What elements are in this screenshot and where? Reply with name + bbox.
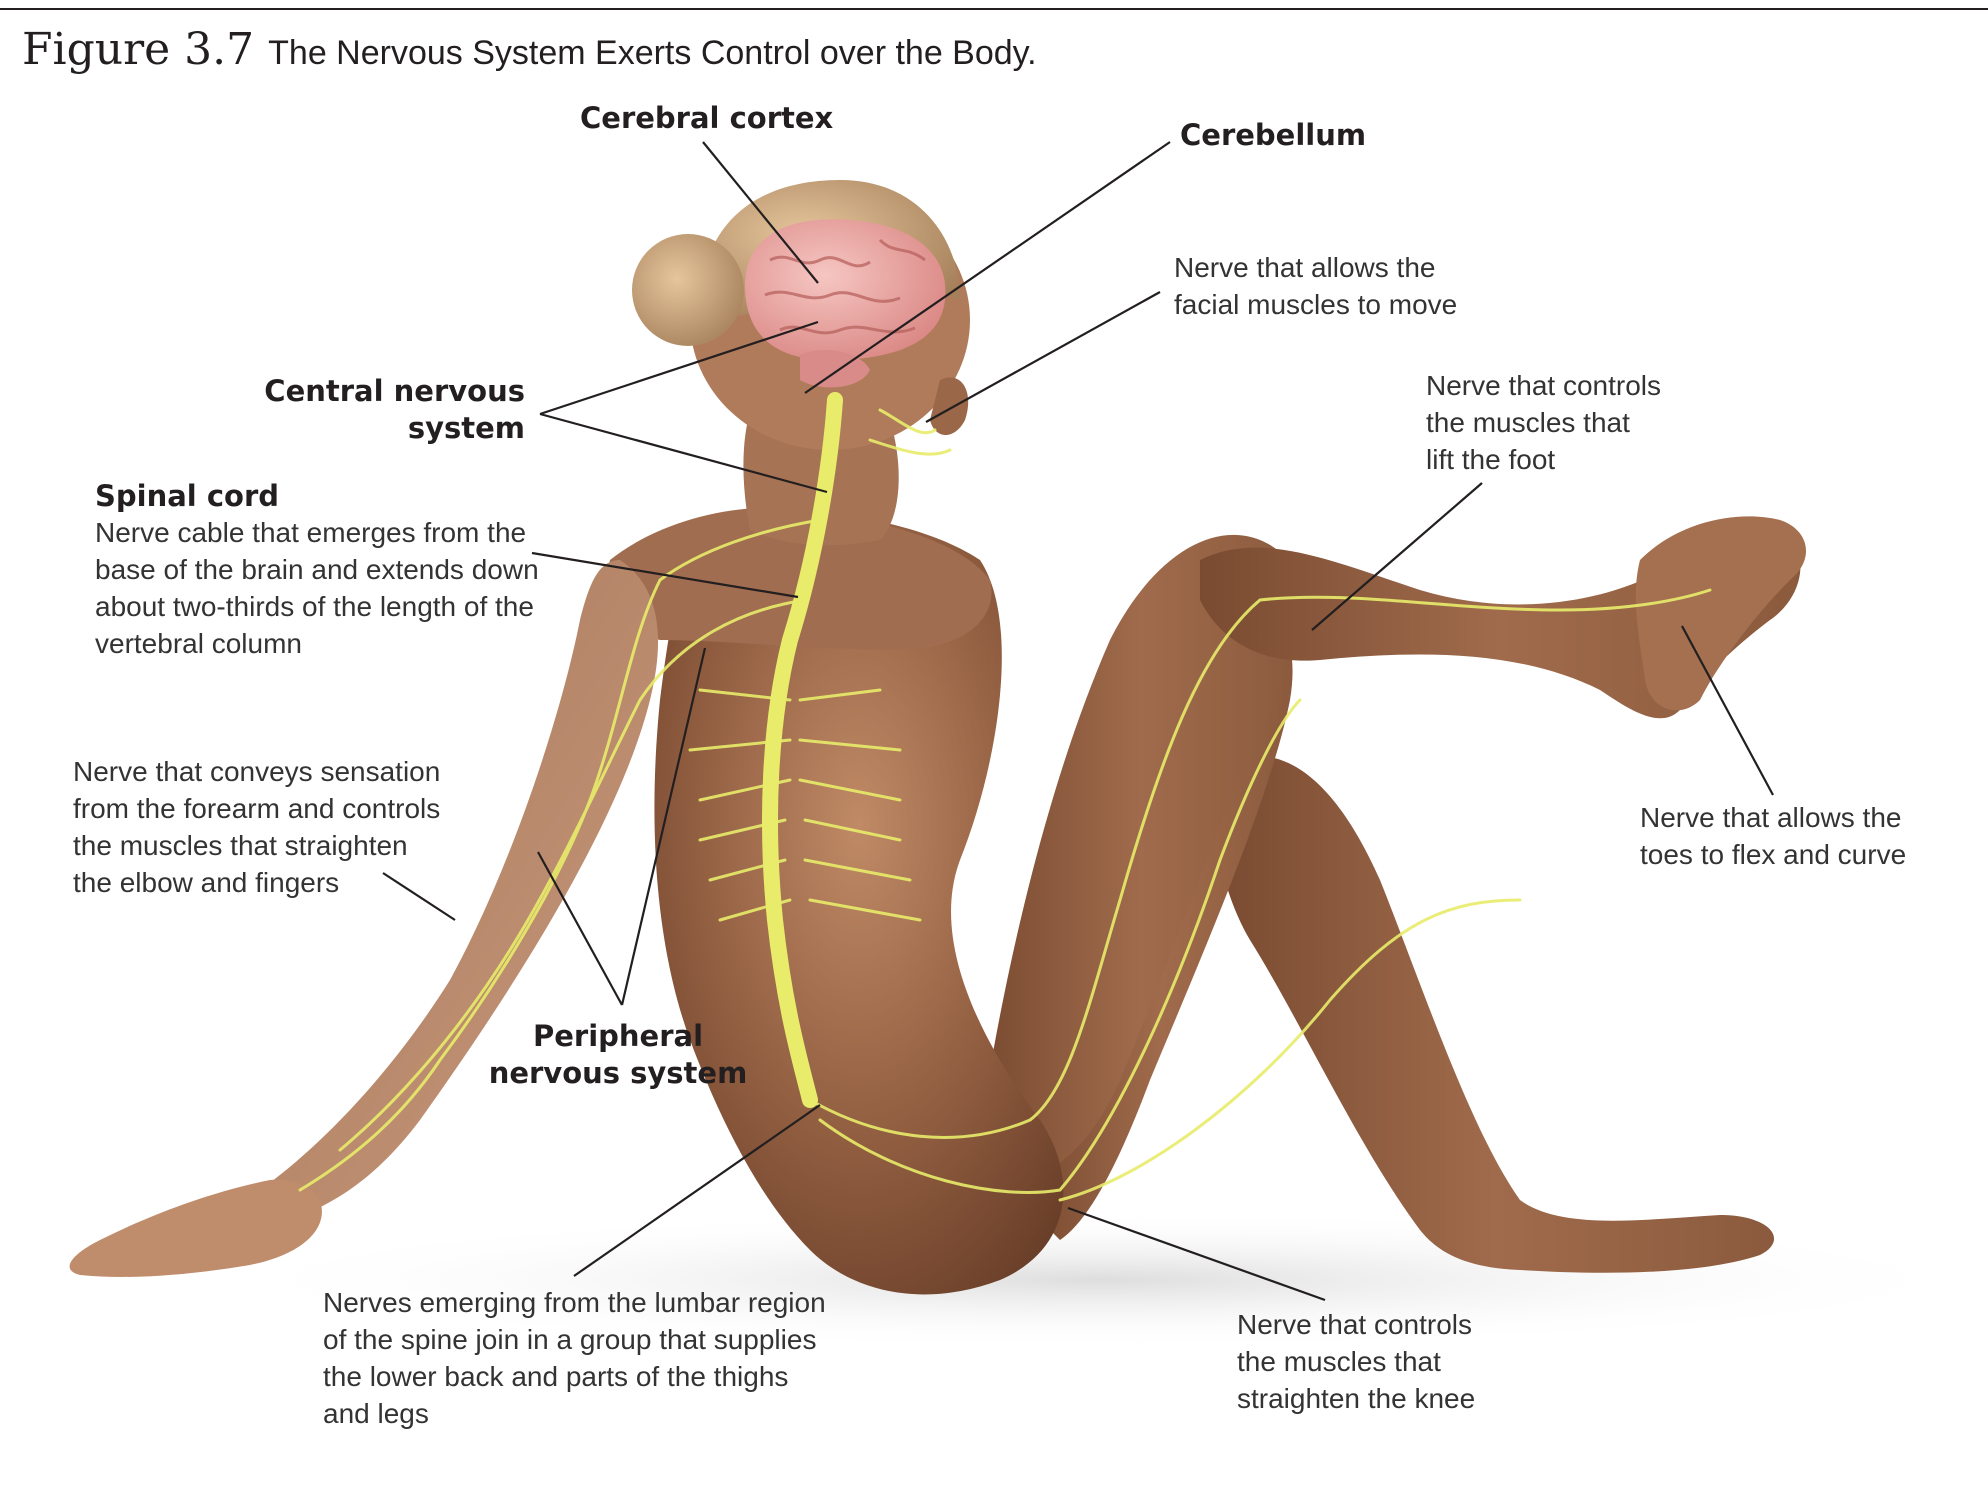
label-line: the elbow and fingers [73,866,340,898]
leader-lines [382,141,1774,1302]
leader-lumbar-nerves [573,1104,821,1277]
left-arm [231,560,659,1231]
label-line: the lower back and parts of the thighs [323,1360,789,1392]
label-line: Nerves emerging from the lumbar region [323,1287,826,1318]
label-line: of the spine join in a group that suppli… [323,1323,817,1355]
leader-cns-brain [539,320,819,416]
label-knee-nerve: Nerve that controls the muscles that str… [1237,1307,1475,1418]
label-line: nervous system [488,1056,748,1091]
label-line: toes to flex and curve [1640,838,1907,870]
leader-forearm-nerve [382,872,456,921]
label-foot-nerve: Nerve that controls the muscles that lif… [1426,368,1661,479]
top-rule [0,8,1988,10]
label-line: from the forearm and controls [73,792,441,824]
label-forearm-nerve: Nerve that conveys sensation from the fo… [73,754,440,902]
leader-pns-arm [537,851,623,1006]
hair-bun [632,234,744,346]
leader-cerebellum [804,141,1171,394]
label-line: base of the brain and extends down [95,554,539,586]
label-line: Nerve that controls [1426,370,1661,401]
right-lower-leg [1215,755,1775,1273]
label-cerebral-cortex: Cerebral cortex [580,101,834,135]
label-line: the muscles that [1237,1345,1441,1377]
cerebrum [745,219,946,360]
label-spinal-cord-title: Spinal cord [95,479,280,513]
label-lumbar-nerves: Nerves emerging from the lumbar region o… [323,1285,826,1433]
label-line: Nerve that conveys sensation [73,756,441,787]
label-cerebellum: Cerebellum [1180,118,1367,152]
label-facial-nerve: Nerve that allows the facial muscles to … [1174,250,1457,324]
label-line: Nerve that allows the [1174,252,1436,283]
nerve-network [298,392,1712,1202]
figure-number: Figure 3.7 [22,24,255,75]
label-central-nervous-system: Central nervous system [240,373,525,447]
leader-spinal-cord [531,551,799,599]
label-line: Nerve that controls [1237,1309,1472,1340]
label-line: Nerve that allows the [1640,802,1902,833]
figure-title: The Nervous System Exerts Control over t… [268,34,1037,72]
spinal-cord-shape [762,392,843,1108]
leader-foot-nerve [1311,482,1483,631]
torso [654,512,1064,1295]
label-line: Central nervous [264,374,525,408]
label-line: and legs [323,1397,429,1429]
label-line: system [407,411,525,446]
label-spinal-cord-desc: Nerve cable that emerges from the base o… [95,515,539,663]
leader-cns-cord [539,412,828,494]
label-line: the muscles that [1426,406,1630,438]
leader-knee-nerve [1067,1206,1326,1302]
label-line: the muscles that straighten [73,829,408,861]
leader-toes-nerve [1681,625,1774,796]
leader-cerebral-cortex [702,141,819,284]
foot [1635,516,1807,711]
label-line: about two-thirds of the length of the [95,591,534,623]
leader-pns-spine [620,647,707,1006]
hand [69,1179,322,1277]
figure-header: Figure 3.7 The Nervous System Exerts Cont… [22,24,1037,75]
label-line: Peripheral [532,1019,704,1053]
label-toes-nerve: Nerve that allows the toes to flex and c… [1640,800,1906,874]
label-line: straighten the knee [1237,1382,1476,1414]
ear [930,377,969,435]
label-line: lift the foot [1426,443,1556,475]
label-line: vertebral column [95,627,302,659]
left-thigh-raised [980,534,1301,1182]
label-line: facial muscles to move [1174,288,1458,320]
label-peripheral-nervous-system: Peripheral nervous system [478,1018,758,1092]
label-line: Nerve cable that emerges from the [95,517,527,549]
label-spinal-cord: Spinal cord Nerve cable that emerges fro… [95,478,539,663]
leader-facial-nerve [925,291,1161,423]
